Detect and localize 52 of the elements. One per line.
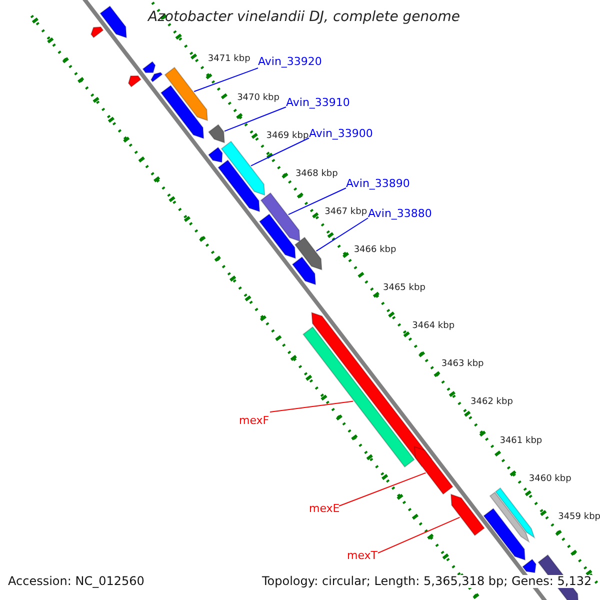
tick-label: 3462 kbp [470,398,513,408]
leader-line [270,400,354,412]
gene-block [292,256,316,286]
title: Azotobacter vinelandii DJ, complete genome [148,10,460,26]
leader-line [224,106,286,132]
gene-block [494,487,536,539]
tick-label: 3463 kbp [441,360,484,370]
tick-label: 3465 kbp [383,284,426,294]
gene-label: Avin_33880 [368,208,432,220]
tick-label: 3466 kbp [354,246,396,256]
gene-block [142,61,156,74]
tick-label: 3460 kbp [528,474,572,485]
gene-label: Avin_33920 [258,56,322,68]
gene-label: mexF [239,415,270,428]
gene-label: Avin_33900 [309,128,373,140]
gene-block [164,66,208,122]
gene-block [208,124,225,144]
tick-label: 3464 kbp [412,322,455,332]
leader-line [194,68,258,92]
gene-block [483,508,526,561]
gene-block [294,236,322,270]
gene-block [128,75,142,88]
gene-block [90,26,104,38]
footer-text: Topology: circular; Length: 5,365,318 bp; Genes: 5,132 [262,575,592,588]
leader-line [250,138,310,166]
gene-block [150,72,163,82]
gene-block [160,84,204,140]
gene-label: mexT [347,550,378,562]
gene-label: mexE [309,503,340,516]
gene-block [489,492,530,544]
tick-label: 3468 kbp [295,170,338,180]
gene-label: Avin_33910 [286,97,350,110]
gene-block [260,192,300,242]
gene-block [218,160,260,212]
tick-label: 3470 kbp [237,94,280,104]
gene-block [414,446,454,495]
gene-block [450,494,485,536]
leader-line [338,472,426,506]
tick-label: 3459 kbp [558,512,600,523]
tick-label: 3467 kbp [324,208,368,218]
tick-label: 3469 kbp [266,132,309,142]
tick-label: 3471 kbp [208,55,250,66]
gene-block [220,140,266,196]
gene-block [208,146,223,163]
leader-line [288,188,346,216]
gene-block [100,6,127,38]
gene-block [258,214,296,260]
gene-label: Avin_33890 [346,178,410,190]
leader-line [378,516,460,554]
footer-text: Accession: NC_012560 [8,575,144,588]
leader-line [316,218,368,252]
tick-label: 3461 kbp [500,436,542,446]
